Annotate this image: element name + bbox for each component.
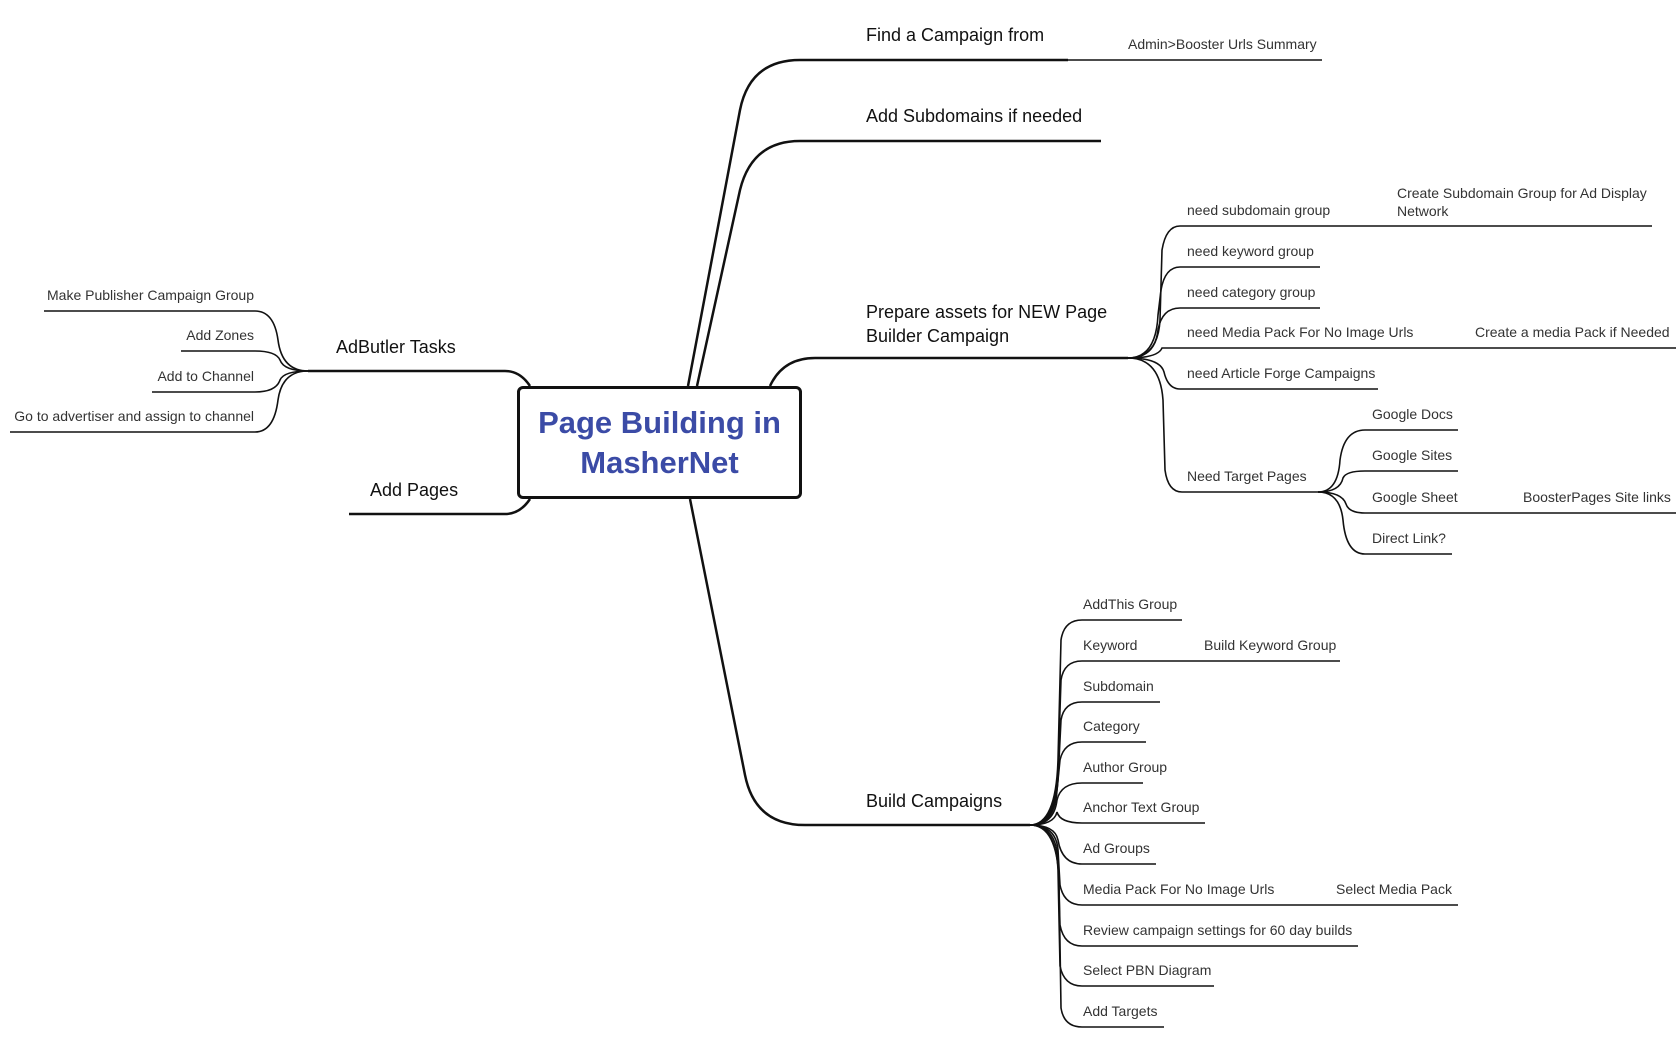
branch-prepare-assets[interactable]: Prepare assets for NEW Page Builder Camp… bbox=[866, 302, 1108, 346]
connector-build-campaigns bbox=[688, 498, 1030, 827]
node-direct-link[interactable]: Direct Link? bbox=[1372, 530, 1446, 546]
connector-adbutler bbox=[308, 369, 532, 387]
node-need-target-pages[interactable]: Need Target Pages bbox=[1187, 468, 1307, 484]
node-need-article-forge[interactable]: need Article Forge Campaigns bbox=[1187, 365, 1376, 381]
node-create-subdomain-group[interactable]: Create Subdomain Group for Ad Display Ne… bbox=[1397, 185, 1647, 219]
node-build-keyword-group[interactable]: Build Keyword Group bbox=[1204, 637, 1337, 653]
node-google-sheet[interactable]: Google Sheet bbox=[1372, 489, 1458, 505]
node-addthis-group[interactable]: AddThis Group bbox=[1083, 596, 1178, 612]
node-need-subdomain-group[interactable]: need subdomain group bbox=[1187, 202, 1331, 218]
node-author-group[interactable]: Author Group bbox=[1083, 759, 1168, 775]
branch-adbutler-tasks[interactable]: AdButler Tasks bbox=[336, 337, 456, 357]
node-google-docs[interactable]: Google Docs bbox=[1372, 406, 1453, 422]
node-media-pack-no-image[interactable]: Media Pack For No Image Urls bbox=[1083, 881, 1275, 897]
connector-add-pages bbox=[349, 498, 532, 516]
node-add-to-channel[interactable]: Add to Channel bbox=[157, 368, 254, 384]
branch-add-subdomains[interactable]: Add Subdomains if needed bbox=[866, 106, 1083, 126]
node-need-category-group[interactable]: need category group bbox=[1187, 284, 1316, 300]
node-admin-booster-urls-summary[interactable]: Admin>Booster Urls Summary bbox=[1128, 36, 1317, 52]
node-review-campaign-settings[interactable]: Review campaign settings for 60 day buil… bbox=[1083, 922, 1353, 938]
node-select-pbn-diagram[interactable]: Select PBN Diagram bbox=[1083, 962, 1212, 978]
node-add-targets[interactable]: Add Targets bbox=[1083, 1003, 1158, 1019]
central-topic-title: Page Building in MasherNet bbox=[538, 404, 781, 480]
node-need-keyword-group[interactable]: need keyword group bbox=[1187, 243, 1314, 259]
node-anchor-text-group[interactable]: Anchor Text Group bbox=[1083, 799, 1200, 815]
node-go-to-advertiser[interactable]: Go to advertiser and assign to channel bbox=[14, 408, 254, 424]
connector-prepare-assets bbox=[768, 356, 1128, 387]
node-create-media-pack[interactable]: Create a media Pack if Needed bbox=[1475, 324, 1670, 340]
node-boosterpages-site-links[interactable]: BoosterPages Site links bbox=[1523, 489, 1671, 505]
node-keyword[interactable]: Keyword bbox=[1083, 637, 1138, 653]
central-topic[interactable]: Page Building in MasherNet bbox=[517, 386, 802, 499]
branch-build-campaigns[interactable]: Build Campaigns bbox=[866, 791, 1003, 811]
node-subdomain[interactable]: Subdomain bbox=[1083, 678, 1154, 694]
connector-find-campaign bbox=[686, 58, 1068, 387]
node-add-zones[interactable]: Add Zones bbox=[186, 327, 254, 343]
branch-find-campaign[interactable]: Find a Campaign from bbox=[866, 25, 1045, 45]
connector-add-subdomains bbox=[695, 139, 1101, 387]
branch-add-pages[interactable]: Add Pages bbox=[370, 480, 459, 500]
node-category[interactable]: Category bbox=[1083, 718, 1140, 734]
node-make-publisher-campaign-group[interactable]: Make Publisher Campaign Group bbox=[47, 287, 254, 303]
node-need-media-pack[interactable]: need Media Pack For No Image Urls bbox=[1187, 324, 1414, 340]
node-google-sites[interactable]: Google Sites bbox=[1372, 447, 1453, 463]
node-ad-groups[interactable]: Ad Groups bbox=[1083, 840, 1150, 856]
node-select-media-pack[interactable]: Select Media Pack bbox=[1336, 881, 1452, 897]
